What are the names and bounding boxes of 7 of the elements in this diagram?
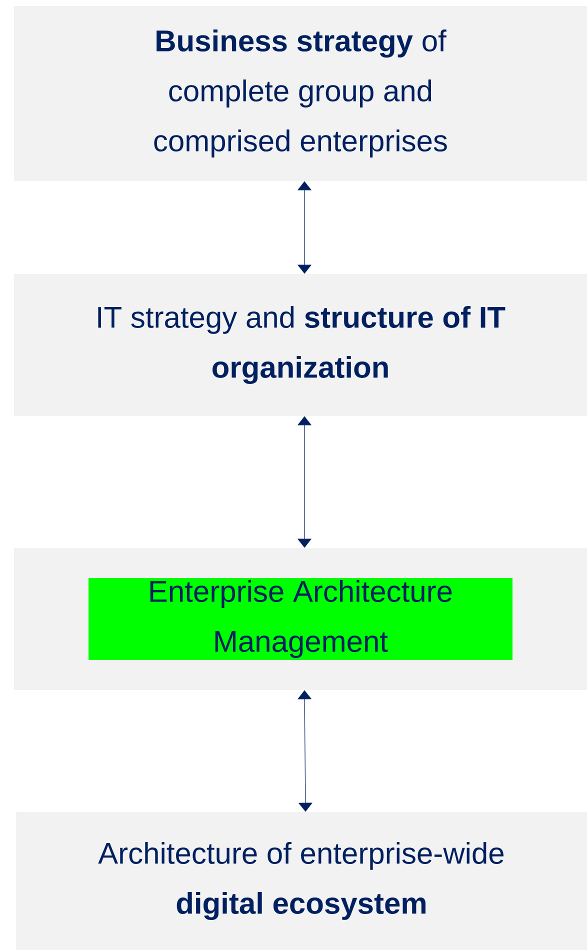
text-box: IT strategy and structure of IT organization xyxy=(14,274,587,416)
arrow xyxy=(297,416,312,548)
arrow xyxy=(297,181,312,274)
highlighted-box: Enterprise Architecture Management xyxy=(14,548,587,690)
text-box: Architecture of enterprise-wide digital ecosystem xyxy=(16,812,587,950)
arrow xyxy=(298,690,312,812)
text-box: Business strategy of complete group and comprised enterprises xyxy=(14,6,587,181)
